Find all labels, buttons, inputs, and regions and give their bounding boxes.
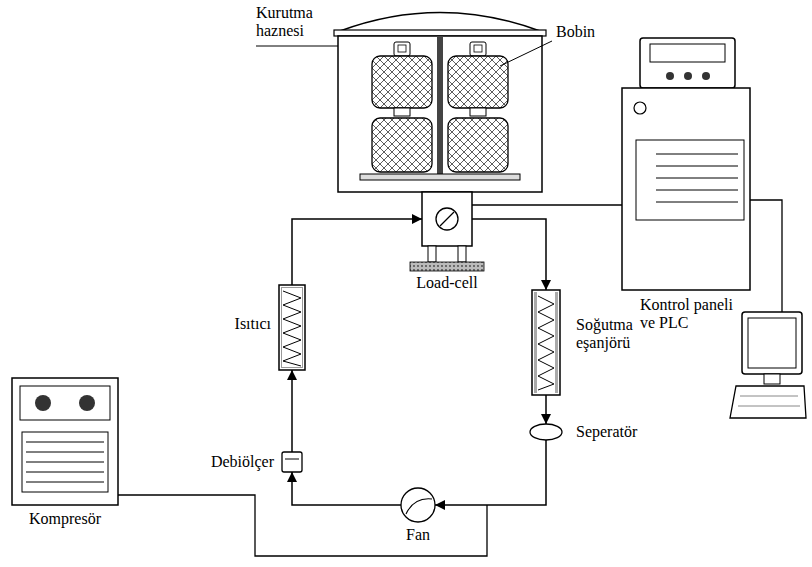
valve-symbol: [436, 208, 458, 230]
signal-wire: [472, 204, 622, 206]
valve-port: [422, 192, 472, 246]
bobbin-cap: [474, 45, 482, 52]
component-label: Kurutma haznesi: [256, 4, 328, 40]
bobbin-cap: [394, 42, 410, 56]
component-label: Fan: [406, 526, 430, 544]
heater: [279, 285, 305, 370]
heater: Isıtıcı: [279, 285, 305, 370]
compressor-body: [12, 378, 118, 505]
monitor: [742, 312, 802, 374]
cooler-coil: [538, 296, 554, 390]
fan: Fan: [401, 488, 435, 522]
pipe-connector: [435, 440, 546, 505]
control-panel: Kontrol paneli ve PLC: [622, 38, 750, 290]
part-label: Bobin: [556, 23, 595, 41]
compressor: Kompresör: [12, 378, 118, 505]
keyboard: [730, 386, 806, 418]
chamber-rim: [334, 30, 546, 36]
heater-coil: [283, 291, 301, 366]
load-cell-base: [410, 262, 484, 271]
component-label: Debiölçer: [211, 453, 274, 471]
part-label: Load-cell: [408, 274, 486, 292]
panel-indicator: [634, 102, 646, 114]
bobbin: [372, 118, 432, 172]
panel-button: [702, 72, 710, 80]
drying-chamber: Kurutma haznesi: [338, 12, 542, 272]
separator-symbol: [530, 424, 562, 440]
heater-inner: [282, 288, 303, 368]
keyboard-keys: [738, 396, 800, 406]
control-panel: [622, 38, 750, 290]
center-rod: [437, 36, 443, 176]
panel-display: [650, 44, 725, 62]
separator: Seperatör: [530, 424, 562, 440]
component-label: Seperatör: [576, 423, 637, 441]
compressor-grille: [26, 442, 104, 482]
compressor-grille: [22, 432, 108, 492]
cooling-exchanger: [532, 290, 560, 395]
cooler-shade: [534, 292, 537, 393]
cooler-shade: [555, 292, 558, 393]
load-cell-leg: [458, 246, 466, 262]
bobbin-cap: [470, 108, 486, 116]
cooler-body: [532, 290, 560, 395]
chamber-dome: [340, 13, 540, 32]
chamber-body: [338, 36, 542, 192]
leader-line: [256, 46, 338, 47]
bobbin: [372, 56, 432, 108]
heater-body: [279, 285, 305, 370]
compressor-panel: [20, 386, 110, 420]
compressor: [12, 378, 118, 505]
flowmeter: [282, 452, 302, 472]
component-label: Kontrol paneli ve PLC: [640, 296, 740, 332]
panel-button: [666, 72, 674, 80]
pipe-connector: [291, 370, 293, 452]
compressor-knob: [35, 395, 51, 411]
fan-blade: [406, 499, 432, 514]
bobbin-cap: [470, 42, 486, 56]
load-cell-leg: [428, 246, 436, 262]
pipe-connector: [545, 395, 547, 424]
bobbin-cap: [398, 45, 406, 52]
compressor-line: [118, 495, 487, 556]
bobbin-tray: [360, 174, 520, 180]
panel-button: [684, 72, 692, 80]
monitor-screen: [748, 318, 796, 368]
compressor-knob: [79, 395, 95, 411]
pipe-connector: [472, 219, 546, 290]
bobbin: [448, 56, 508, 108]
fan: [401, 488, 435, 522]
computer-cable: [750, 200, 782, 312]
valve-block: [422, 192, 472, 246]
valve-symbol: [440, 212, 454, 226]
fan-casing: [401, 488, 435, 522]
computer: [730, 312, 806, 418]
drying-chamber: [334, 13, 546, 272]
flowmeter-body: [282, 452, 302, 472]
bobbin-cap: [394, 108, 410, 116]
monitor-stand: [764, 374, 780, 384]
panel-vent: [656, 154, 738, 202]
panel-cabinet: [622, 88, 750, 290]
cooling-exchanger: Soğutma eşanjörü: [532, 290, 560, 395]
bobbin: [448, 118, 508, 172]
flowmeter-mark: [285, 459, 299, 460]
panel-plc: [636, 140, 744, 220]
panel-top-unit: [640, 38, 735, 88]
flowmeter: Debiölçer: [282, 452, 302, 472]
leader-line: [500, 41, 552, 66]
pipe-connector: [292, 219, 422, 285]
pipe-connector: [292, 472, 401, 505]
component-label: Isıtıcı: [235, 315, 271, 333]
component-label: Kompresör: [29, 510, 101, 528]
